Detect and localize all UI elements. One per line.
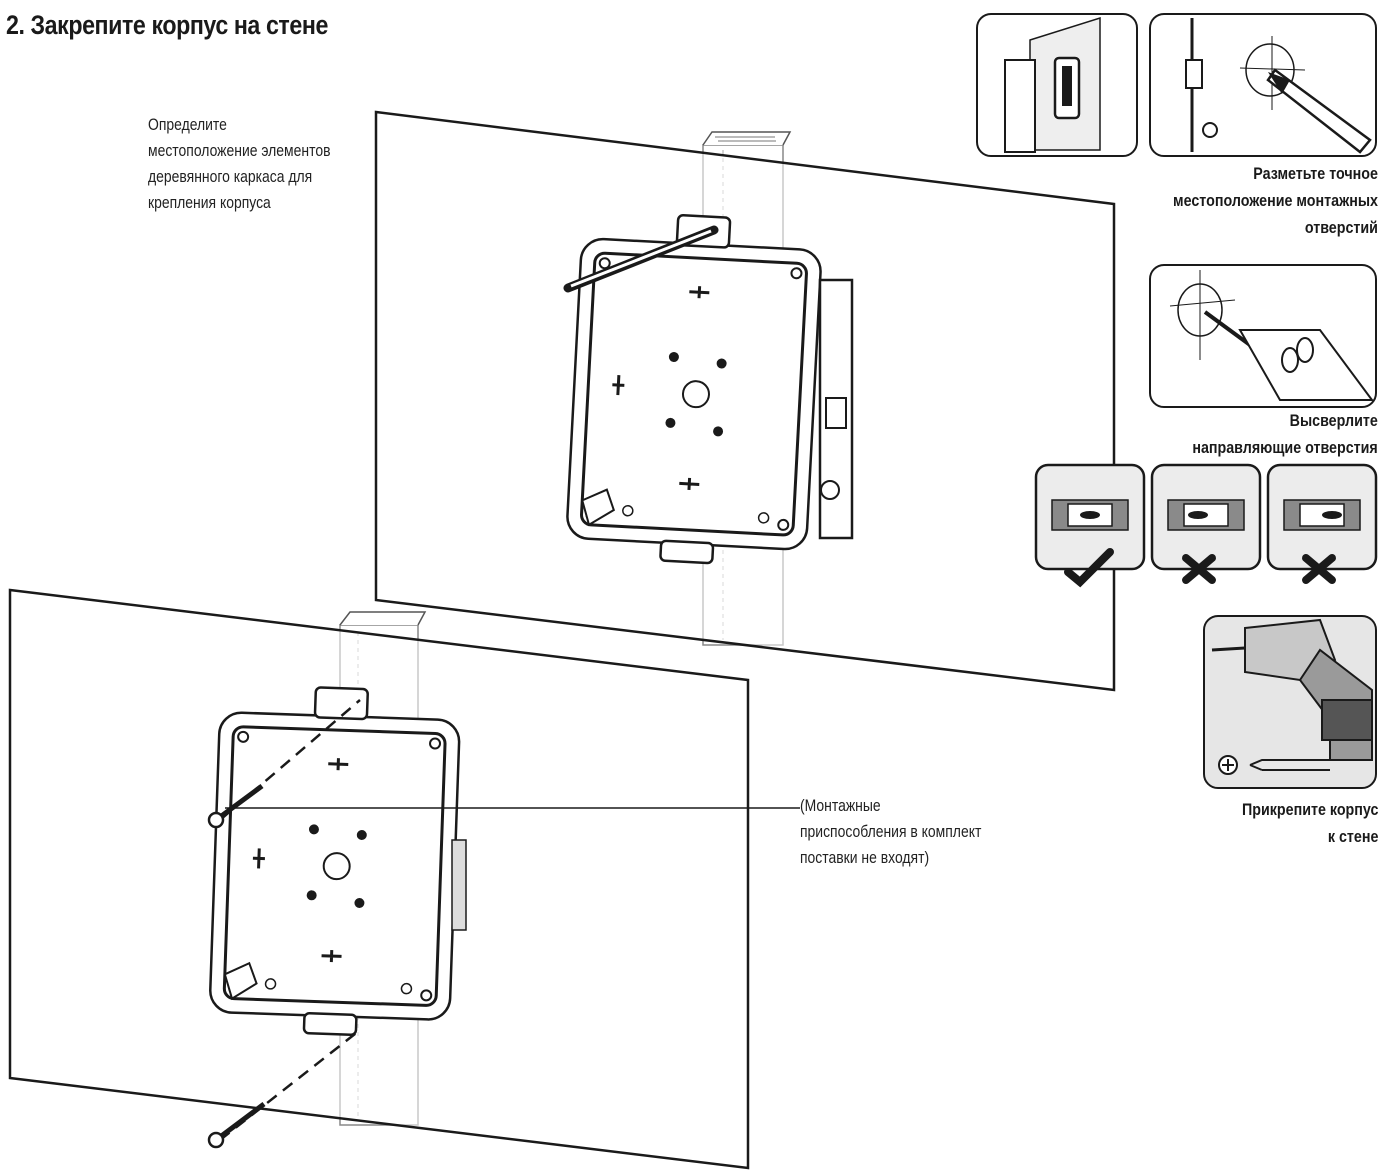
- level-check-correct: [1034, 463, 1146, 588]
- level-check-incorrect-1: [1150, 463, 1262, 584]
- upper-wall-scene: [374, 110, 1116, 692]
- level-checks: [1034, 463, 1378, 588]
- step-mark-panels: [976, 13, 1377, 157]
- step-drill-panel: [1149, 264, 1377, 408]
- step-drill-caption: Высверлите направляющие отверстия: [1192, 411, 1378, 457]
- hardware-note: (Монтажные приспособления в комплект пос…: [800, 796, 982, 867]
- power-drill-icon: [1211, 618, 1373, 761]
- level-check-incorrect-2: [1266, 463, 1378, 584]
- pencil-mark-icon: [1266, 68, 1372, 154]
- step-attach-caption: Прикрепите корпус к стене: [1241, 800, 1378, 846]
- step-attach-panel: [1203, 615, 1377, 789]
- drill-bit-icon: [1203, 310, 1374, 401]
- check-icon: [1064, 548, 1114, 588]
- step-mark-caption: Разметьте точное местоположение монтажны…: [1173, 164, 1378, 237]
- page-title: 2. Закрепите корпус на стене: [6, 10, 328, 40]
- cross-icon: [1182, 554, 1216, 584]
- cross-icon: [1302, 554, 1336, 584]
- lower-wall-scene: [8, 588, 800, 1170]
- framing-note: Определите местоположение элементов дере…: [148, 115, 331, 212]
